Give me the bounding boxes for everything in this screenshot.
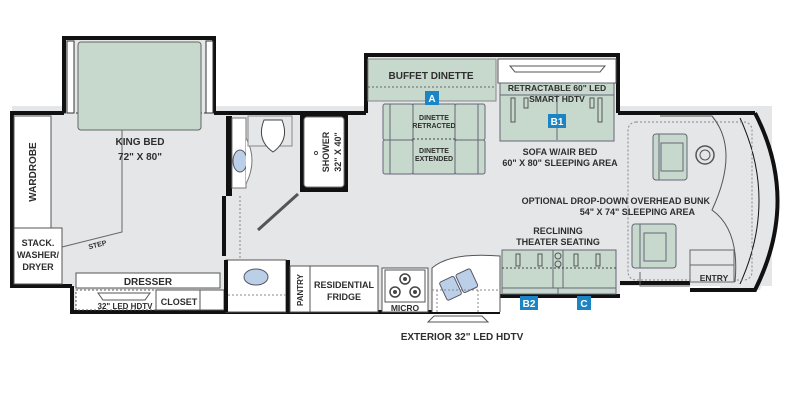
- bunk-label-2: 54" X 74" SLEEPING AREA: [580, 207, 696, 217]
- king-bed-label: KING BED: [116, 137, 165, 148]
- theater-label-2: THEATER SEATING: [516, 237, 600, 247]
- pantry-label: PANTRY: [296, 273, 305, 306]
- exterior-tv-label: EXTERIOR 32" LED HDTV: [401, 332, 524, 343]
- washer-label-line1: STACK.: [22, 238, 55, 248]
- dinette-retracted-label-1: DINETTE: [419, 115, 449, 122]
- burner-icon: [399, 273, 411, 285]
- residential-fridge: [309, 265, 379, 313]
- retractable-tv-icon: [508, 65, 607, 73]
- badge-a-label: A: [428, 94, 435, 105]
- burner-icon: [389, 286, 401, 298]
- wardrobe: [13, 115, 52, 229]
- cooktop: [384, 269, 426, 303]
- cockpit: [627, 115, 753, 287]
- theater-seating: [501, 249, 617, 295]
- bedroom: [13, 40, 225, 311]
- washer-label-line2: WASHER/: [17, 250, 60, 260]
- passenger-seat: [631, 223, 677, 269]
- micro-label: MICRO: [391, 303, 420, 313]
- double-sink-icon: [439, 268, 479, 301]
- step-line: [61, 130, 123, 248]
- sofa-label-1: SOFA W/AIR BED: [523, 147, 598, 157]
- badge-c: C: [577, 296, 591, 310]
- dinette-extended-label-2: EXTENDED: [415, 156, 453, 163]
- fridge-label-1: RESIDENTIAL: [314, 280, 375, 290]
- dresser-label: DRESSER: [124, 277, 173, 288]
- dinette-retracted-label-2: RETRACTED: [412, 123, 455, 130]
- wardrobe-label: WARDROBE: [28, 142, 39, 202]
- buffet-dinette-label: BUFFET DINETTE: [389, 71, 474, 82]
- badge-a: A: [425, 91, 439, 105]
- badge-b2: B2: [520, 296, 538, 310]
- washer-dryer: [13, 227, 63, 285]
- shower-size-label: 32" X 40": [333, 132, 343, 172]
- galley: [224, 254, 501, 323]
- dresser: [75, 272, 221, 289]
- steering-wheel-icon: [695, 145, 715, 165]
- bathroom: [222, 113, 348, 260]
- bedroom-tv-label: 32" LED HDTV: [98, 302, 154, 311]
- king-bed-size-label: 72" X 80": [118, 152, 162, 163]
- dinette-extended-label-1: DINETTE: [419, 148, 449, 155]
- driver-seat: [652, 133, 688, 181]
- burner-icon: [409, 286, 421, 298]
- theater-label-1: RECLINING: [533, 226, 583, 236]
- bunk-label-1: OPTIONAL DROP-DOWN OVERHEAD BUNK: [522, 196, 711, 206]
- entry-label: ENTRY: [700, 273, 729, 283]
- dinette-table: [412, 103, 456, 175]
- closet-label: CLOSET: [161, 297, 198, 307]
- galley-sink-icon: [243, 268, 269, 286]
- shower-label: SHOWER: [321, 131, 331, 172]
- front-cap: [690, 112, 780, 292]
- retractable-tv-label-2: SMART HDTV: [529, 94, 585, 104]
- bedroom-tv-icon: [97, 292, 151, 301]
- fridge-label-2: FRIDGE: [327, 292, 361, 302]
- shower: [303, 116, 345, 188]
- sink-icon: [232, 149, 248, 173]
- labels: KING BED 72" X 80" WARDROBE STEP STACK. …: [17, 71, 729, 343]
- toilet-icon: [261, 119, 285, 153]
- exterior-tv-icon: [426, 315, 490, 323]
- washer-label-line3: DRYER: [22, 262, 54, 272]
- step-label: STEP: [88, 240, 108, 251]
- king-bed: [77, 41, 202, 131]
- entry-steps: [689, 249, 735, 283]
- badge-b1: B1: [548, 114, 566, 128]
- badge-b2-label: B2: [523, 299, 536, 310]
- badge-c-label: C: [580, 299, 587, 310]
- sofa-slide: [497, 58, 617, 142]
- retractable-tv-label-1: RETRACTABLE 60" LED: [508, 83, 606, 93]
- badge-b1-label: B1: [551, 117, 564, 128]
- sofa-label-2: 60" X 80" SLEEPING AREA: [502, 158, 618, 168]
